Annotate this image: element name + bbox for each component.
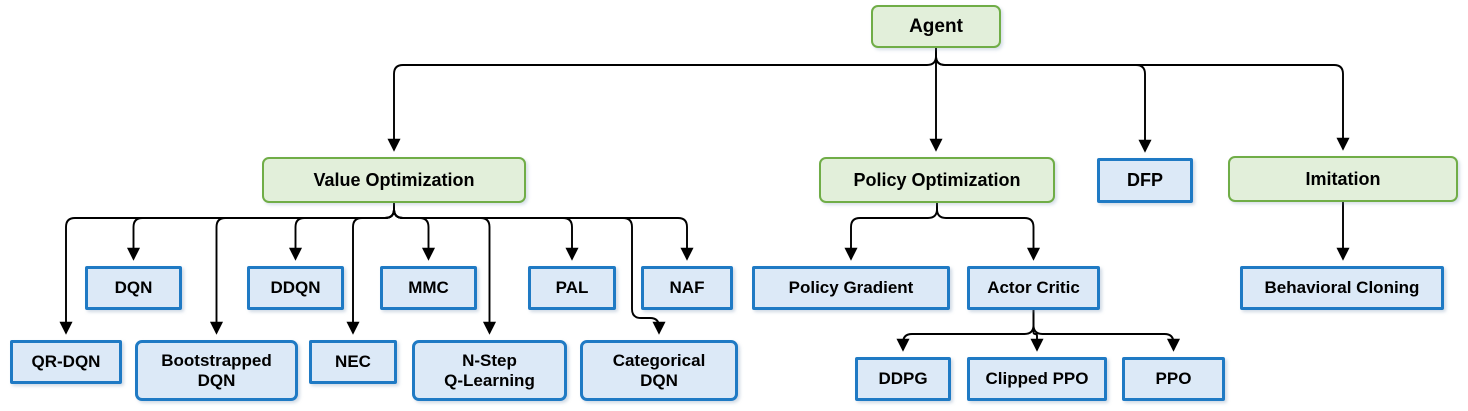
node-behavioral-cloning[interactable]: Behavioral Cloning: [1240, 266, 1444, 310]
node-bootstrapped-dqn[interactable]: Bootstrapped DQN: [135, 340, 298, 401]
node-dfp[interactable]: DFP: [1097, 158, 1193, 203]
node-ddpg[interactable]: DDPG: [855, 357, 951, 401]
node-ppo[interactable]: PPO: [1122, 357, 1225, 401]
node-naf[interactable]: NAF: [641, 266, 733, 310]
edge-value-optimization-to-pal: [393, 203, 579, 261]
node-categorical-dqn[interactable]: Categorical DQN: [580, 340, 738, 401]
node-policy-gradient[interactable]: Policy Gradient: [752, 266, 950, 310]
node-policy-optimization[interactable]: Policy Optimization: [819, 157, 1055, 203]
node-qr-dqn[interactable]: QR-DQN: [10, 340, 122, 384]
node-value-optimization[interactable]: Value Optimization: [262, 157, 526, 203]
node-actor-critic[interactable]: Actor Critic: [967, 266, 1100, 310]
edge-value-optimization-to-naf: [393, 203, 694, 261]
edge-policy-optimization-to-policy-gradient: [844, 203, 938, 261]
edge-actor-critic-to-ppo: [1032, 310, 1181, 352]
edge-agent-to-value-optimization: [387, 48, 937, 152]
node-dqn[interactable]: DQN: [85, 266, 182, 310]
edge-agent-to-dfp: [935, 48, 1152, 153]
edge-value-optimization-to-mmc: [393, 203, 436, 261]
edge-agent-to-imitation: [935, 48, 1350, 151]
node-n-step-q-learning[interactable]: N-Step Q-Learning: [412, 340, 567, 401]
node-mmc[interactable]: MMC: [380, 266, 477, 310]
node-imitation[interactable]: Imitation: [1228, 156, 1458, 202]
edge-value-optimization-to-ddqn: [288, 203, 395, 261]
node-pal[interactable]: PAL: [528, 266, 616, 310]
node-clipped-ppo[interactable]: Clipped PPO: [967, 357, 1107, 401]
node-agent[interactable]: Agent: [871, 5, 1001, 48]
edge-actor-critic-to-ddpg: [896, 310, 1035, 352]
edge-policy-optimization-to-actor-critic: [936, 203, 1041, 261]
node-nec[interactable]: NEC: [309, 340, 397, 384]
node-ddqn[interactable]: DDQN: [247, 266, 344, 310]
edge-value-optimization-to-dqn: [126, 203, 395, 261]
edge-actor-critic-to-clipped-ppo: [1030, 310, 1044, 352]
